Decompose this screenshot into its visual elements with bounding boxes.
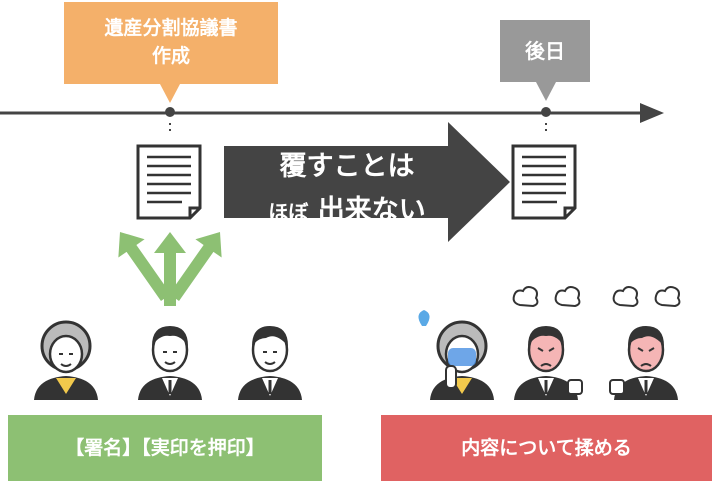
callout-left-line2: 作成 xyxy=(151,45,190,67)
bar-dispute: 内容について揉める xyxy=(381,415,712,481)
person-angry-icon xyxy=(514,326,583,400)
person-elder-woman-icon xyxy=(34,320,98,400)
document-icon xyxy=(511,144,577,220)
callout-right-pointer xyxy=(536,82,556,101)
bar-sign-seal: 【署名】【実印を押印】 xyxy=(8,415,322,481)
arrow-text-small: ほぼ xyxy=(268,200,309,224)
callout-left-line1: 遺産分割協議書 xyxy=(104,17,238,39)
arrow-text-line2: ほぼ 出来ない xyxy=(222,188,472,227)
timeline xyxy=(0,103,664,135)
document-icon xyxy=(136,144,202,220)
timeline-point-right xyxy=(541,107,551,117)
green-arrows xyxy=(118,232,222,306)
arrow-text-line1: 覆すことは xyxy=(279,151,415,182)
arrow-text-main: 出来ない xyxy=(308,195,426,226)
person-man-icon xyxy=(238,326,302,400)
big-arrow xyxy=(224,122,510,242)
person-angry-icon xyxy=(609,326,678,400)
callout-later-date: 後日 xyxy=(500,20,590,82)
callout-left-pointer xyxy=(160,84,180,103)
person-man-icon xyxy=(138,326,202,400)
timeline-point-left xyxy=(165,107,175,117)
steam-icon xyxy=(512,286,681,308)
timeline-arrowhead-icon xyxy=(640,103,664,123)
callout-create-agreement: 遺産分割協議書 作成 xyxy=(64,2,278,84)
sweat-drop-icon xyxy=(418,310,430,326)
person-worried-icon xyxy=(430,320,494,400)
